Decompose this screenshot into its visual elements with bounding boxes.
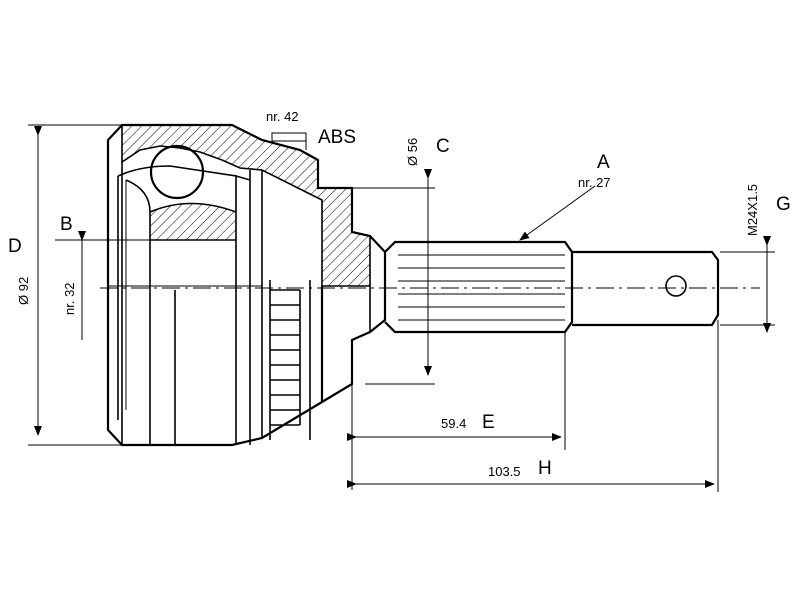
housing-outline bbox=[106, 123, 387, 447]
label-c: C bbox=[436, 136, 450, 157]
label-dim-e: 59.4 bbox=[441, 416, 466, 431]
label-e: E bbox=[482, 412, 495, 433]
outer-housing bbox=[106, 123, 387, 447]
label-thread: M24X1.5 bbox=[745, 184, 760, 236]
label-b: B bbox=[60, 214, 73, 235]
ball bbox=[149, 144, 205, 200]
dimension-lines bbox=[28, 124, 775, 492]
label-abs: ABS bbox=[318, 127, 356, 148]
label-nr27: nr. 27 bbox=[578, 175, 611, 190]
abs-ring bbox=[269, 280, 311, 440]
label-g: G bbox=[776, 194, 791, 215]
label-nr42: nr. 42 bbox=[266, 109, 299, 124]
label-nr32: nr. 32 bbox=[62, 282, 77, 315]
threaded-stub bbox=[572, 250, 720, 327]
label-d92: Ø 92 bbox=[16, 277, 31, 305]
labels: D Ø 92 B nr. 32 nr. 42 ABS Ø 56 C A nr. … bbox=[8, 109, 791, 479]
cotter-pin-hole bbox=[665, 275, 687, 297]
label-h: H bbox=[538, 458, 552, 479]
label-a: A bbox=[597, 152, 610, 173]
splined-shaft bbox=[384, 240, 574, 334]
label-d: D bbox=[8, 236, 22, 257]
label-d56: Ø 56 bbox=[405, 138, 420, 166]
housing-section-hatched bbox=[121, 124, 371, 287]
label-dim-h: 103.5 bbox=[488, 464, 521, 479]
